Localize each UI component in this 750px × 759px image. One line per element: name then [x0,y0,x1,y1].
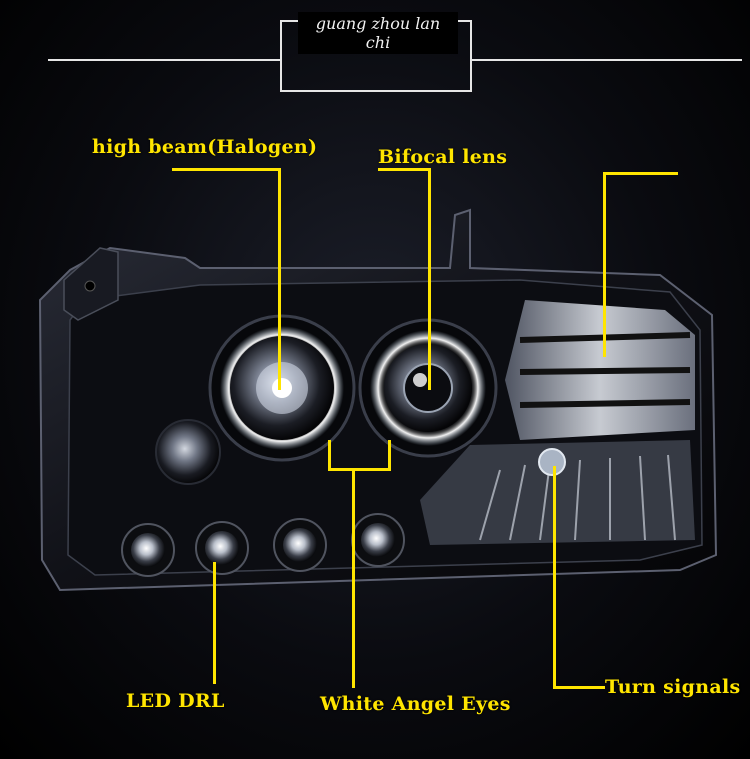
callout-angel-h [328,468,391,471]
brand-caption: guang zhou lan chi [298,12,458,54]
header-rule-left [48,59,280,61]
header-rule-right [472,59,742,61]
callout-turn-lower-h [553,686,605,689]
callout-turn-upper-v [603,172,606,357]
callout-angel-right-v [388,440,391,470]
callout-angel-stem [352,470,355,688]
label-turn-signals: Turn signals [605,676,741,698]
callout-bifocal-h [378,168,430,171]
callout-turn-lower-v [553,466,556,688]
callout-bifocal-v [428,168,431,390]
turn-signal-reflector [420,440,695,545]
callout-turn-upper-h [603,172,678,175]
label-led-drl: LED DRL [126,690,225,712]
callout-high-beam-v [278,168,281,390]
led-drl-row [121,513,405,577]
turn-signal-bulb [538,448,566,476]
label-white-angel-eyes: White Angel Eyes [320,693,511,715]
callout-angel-left-v [328,440,331,470]
label-bifocal-lens: Bifocal lens [378,146,508,168]
callout-high-beam-h [172,168,280,171]
callout-drl-v [213,562,216,684]
label-high-beam: high beam(Halogen) [92,136,318,158]
